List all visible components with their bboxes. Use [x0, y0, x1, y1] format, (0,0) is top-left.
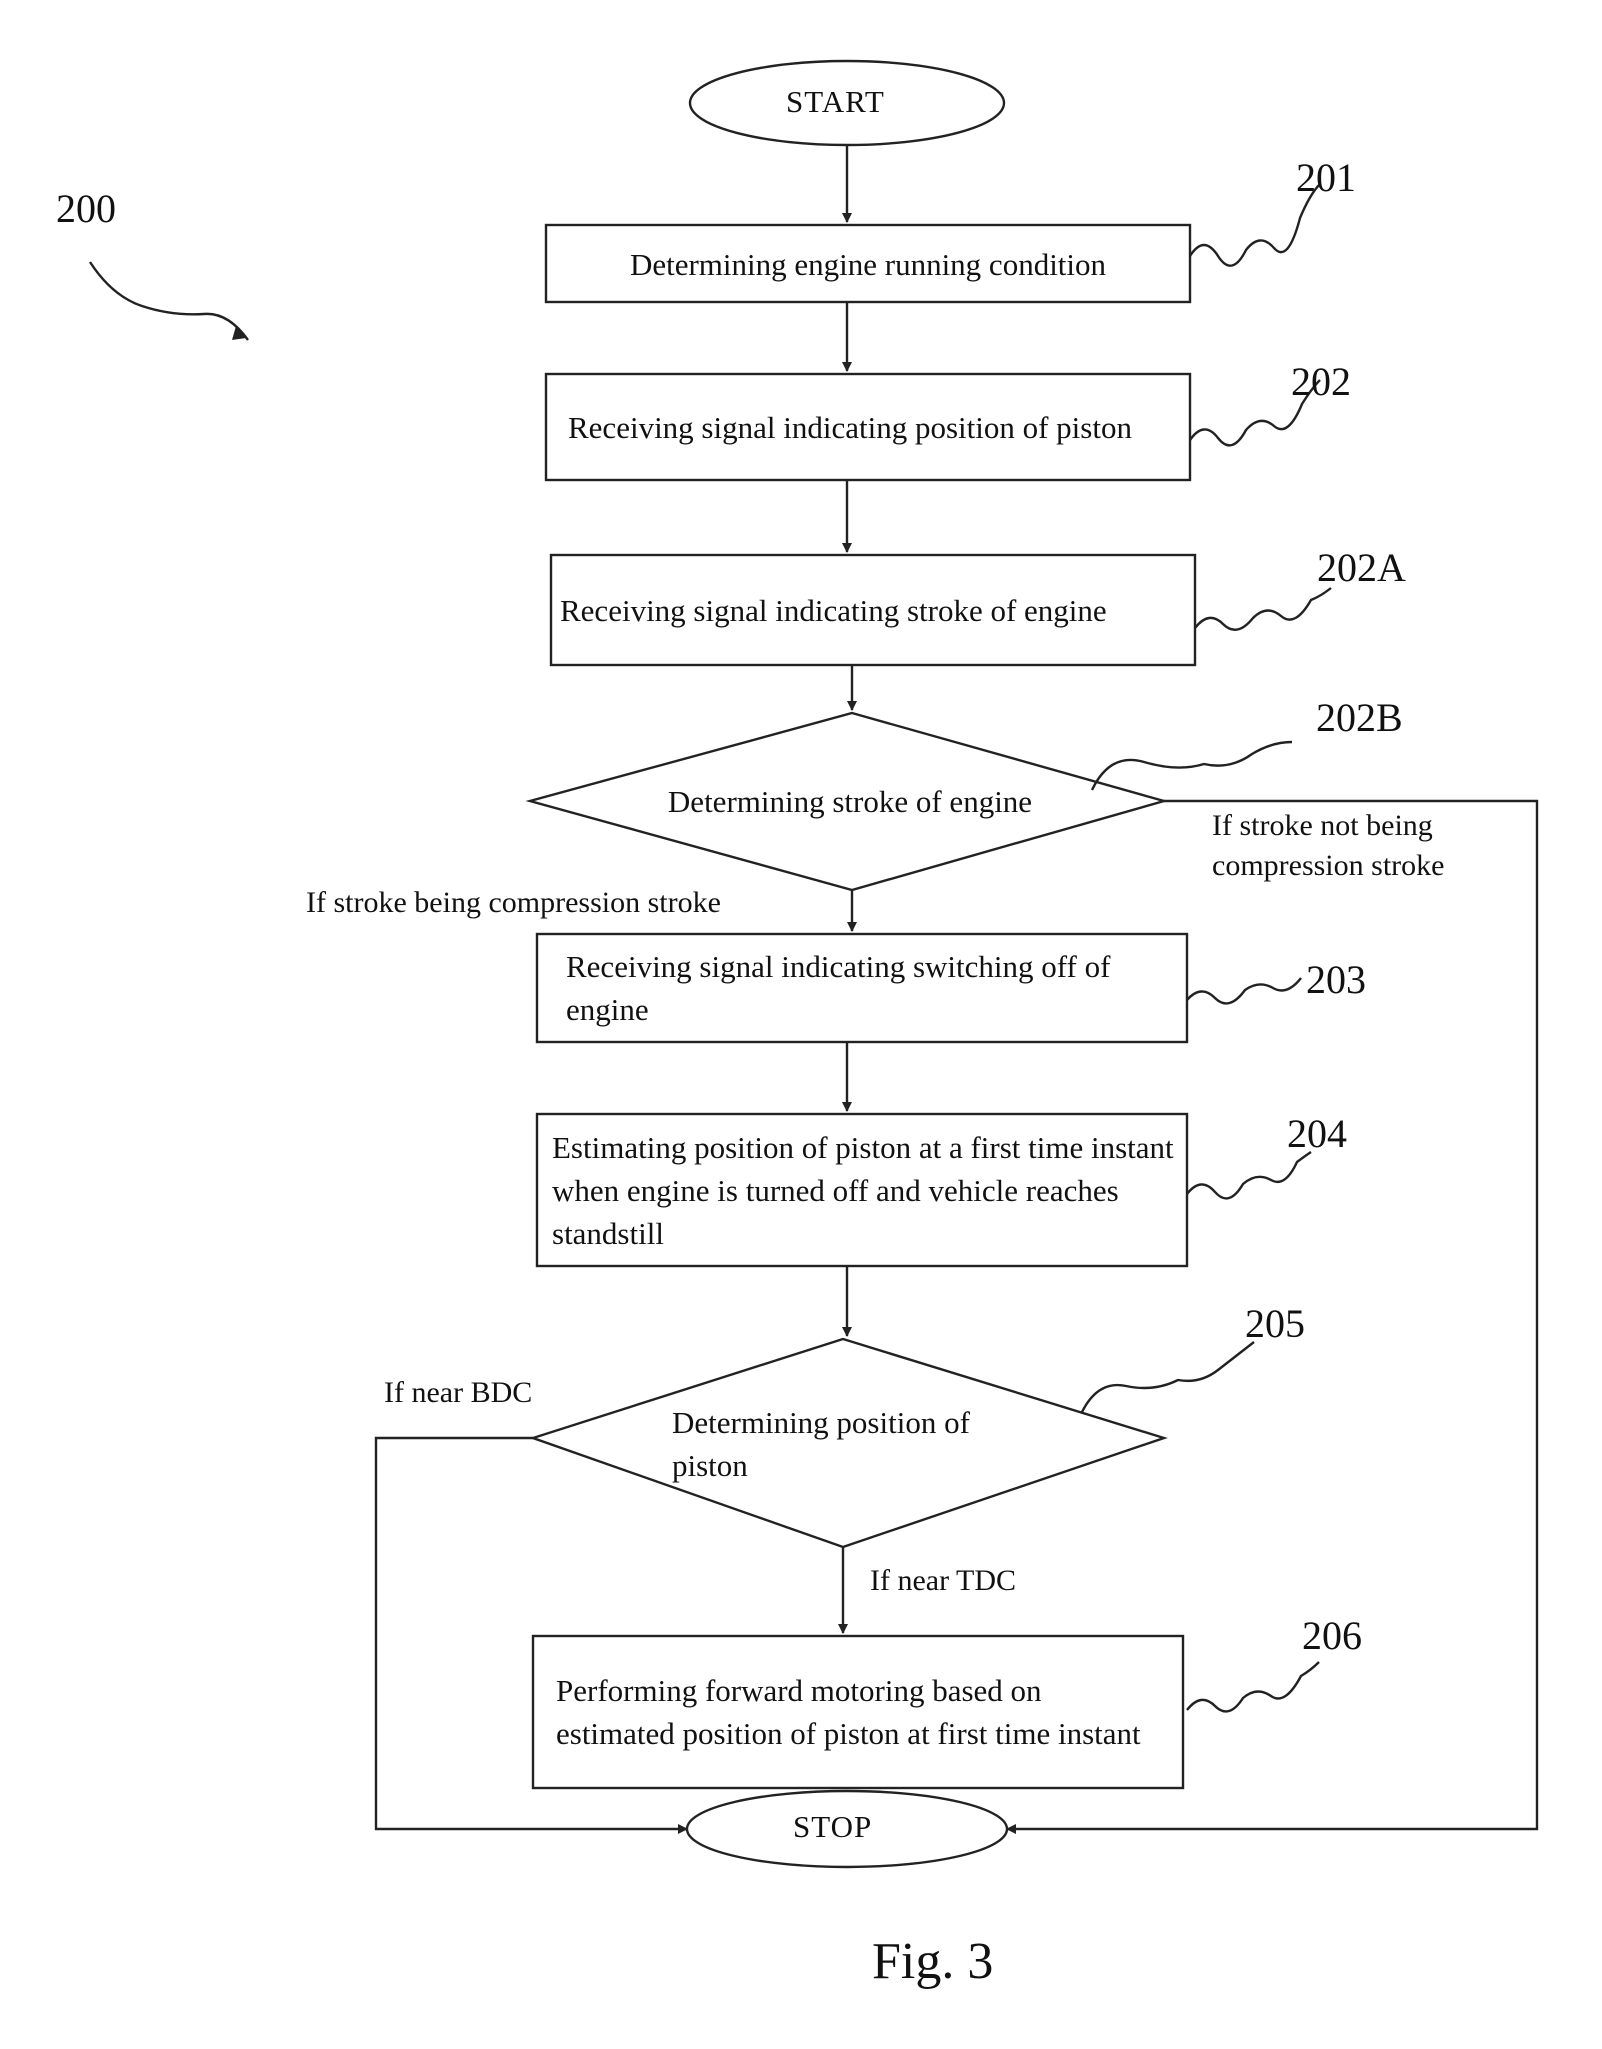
- step-201-text: Determining engine running condition: [629, 246, 1107, 282]
- step-206-box: [531, 1634, 1185, 1790]
- start-label: START: [786, 84, 885, 119]
- step-206-ref: 206: [1302, 1613, 1362, 1658]
- step-204-ref: 204: [1287, 1111, 1347, 1156]
- step-203-ref: 203: [1306, 957, 1366, 1002]
- step-201-box: [544, 223, 1192, 304]
- step-202-text: Receiving signal indicating position of …: [568, 409, 1132, 445]
- condition-not-compression-label: If stroke not being compression stroke: [1212, 806, 1512, 886]
- step-204-text: Estimating position of piston at a first…: [552, 1129, 1174, 1251]
- step-202a-ref: 202A: [1317, 545, 1406, 590]
- step-205-ref: 205: [1245, 1301, 1305, 1346]
- step-203-text: Receiving signal indicating switching of…: [566, 949, 1111, 1027]
- step-205-text: Determining position of piston: [672, 1405, 970, 1483]
- step-202b-ref: 202B: [1316, 695, 1403, 740]
- step-204-box: [535, 1112, 1189, 1268]
- condition-near-bdc-label: If near BDC: [384, 1376, 533, 1409]
- step-203-box: [535, 932, 1189, 1044]
- step-206-text: Performing forward motoring based on est…: [556, 1673, 1141, 1751]
- step-202b-text: Determining stroke of engine: [667, 784, 1033, 819]
- step-202a-box: [549, 553, 1197, 667]
- condition-compression-label: If stroke being compression stroke: [306, 886, 721, 919]
- figure-caption: Fig. 3: [872, 1933, 994, 1990]
- condition-not-compression-text: If stroke not being compression stroke: [1212, 809, 1445, 882]
- condition-near-tdc-label: If near TDC: [870, 1564, 1017, 1597]
- step-201-ref: 201: [1296, 155, 1356, 200]
- step-202-box: [544, 372, 1192, 482]
- stop-label: STOP: [793, 1809, 873, 1844]
- step-202-ref: 202: [1291, 359, 1351, 404]
- step-202a-text: Receiving signal indicating stroke of en…: [560, 592, 1107, 628]
- figure-ref-label: 200: [56, 186, 116, 231]
